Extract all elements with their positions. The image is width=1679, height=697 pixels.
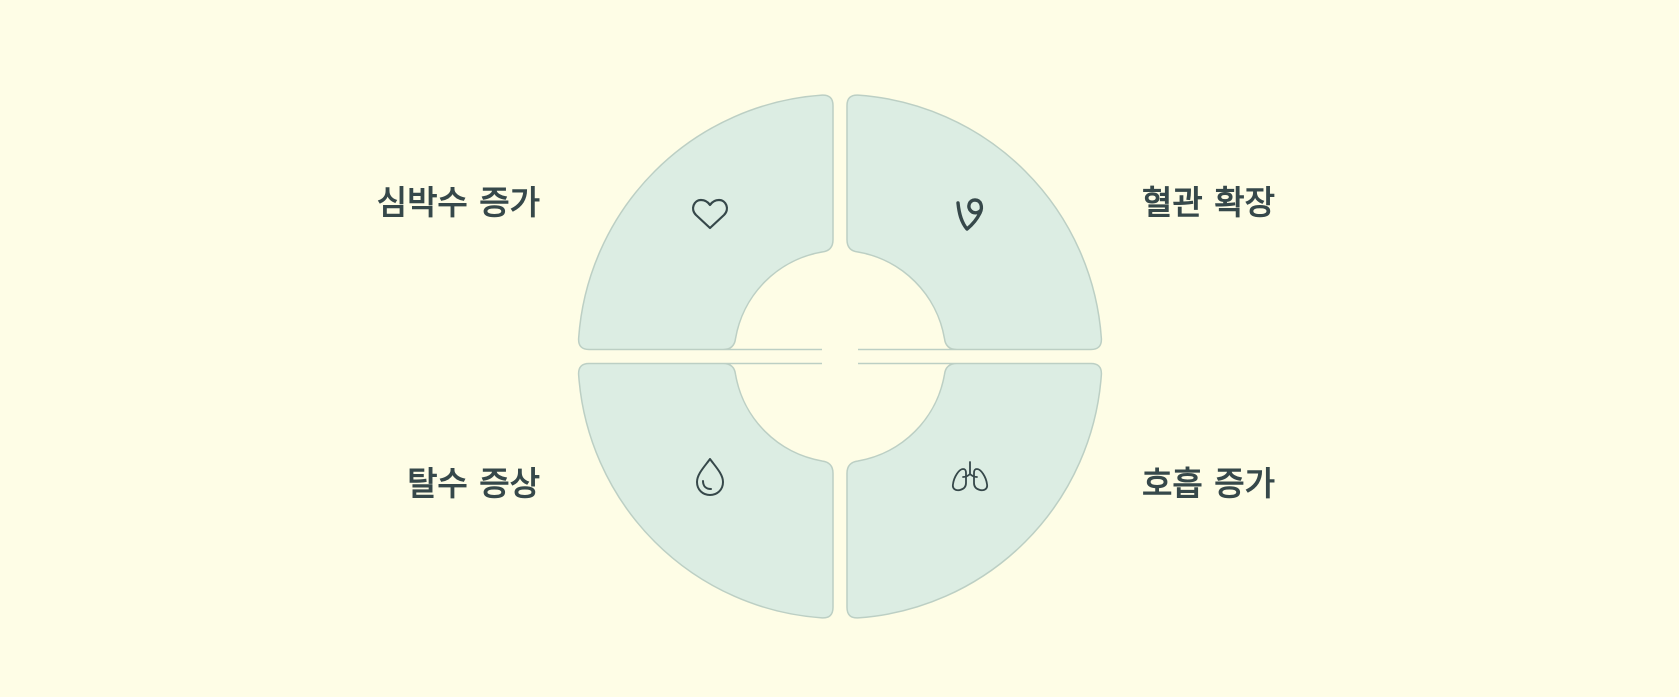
- segment-dehydration: [577, 362, 834, 619]
- segment-heart-rate: [577, 94, 834, 351]
- droplet-icon: [696, 458, 724, 496]
- heart-icon: [692, 198, 728, 230]
- label-vasodilation: 혈관 확장: [1142, 183, 1275, 222]
- vine-icon: [956, 198, 984, 231]
- label-breathing-increase: 호흡 증가: [1142, 464, 1275, 503]
- segment-breathing: [846, 362, 1103, 619]
- label-dehydration: 탈수 증상: [407, 464, 540, 503]
- label-heart-rate-increase: 심박수 증가: [376, 183, 540, 222]
- lungs-icon: [951, 461, 989, 492]
